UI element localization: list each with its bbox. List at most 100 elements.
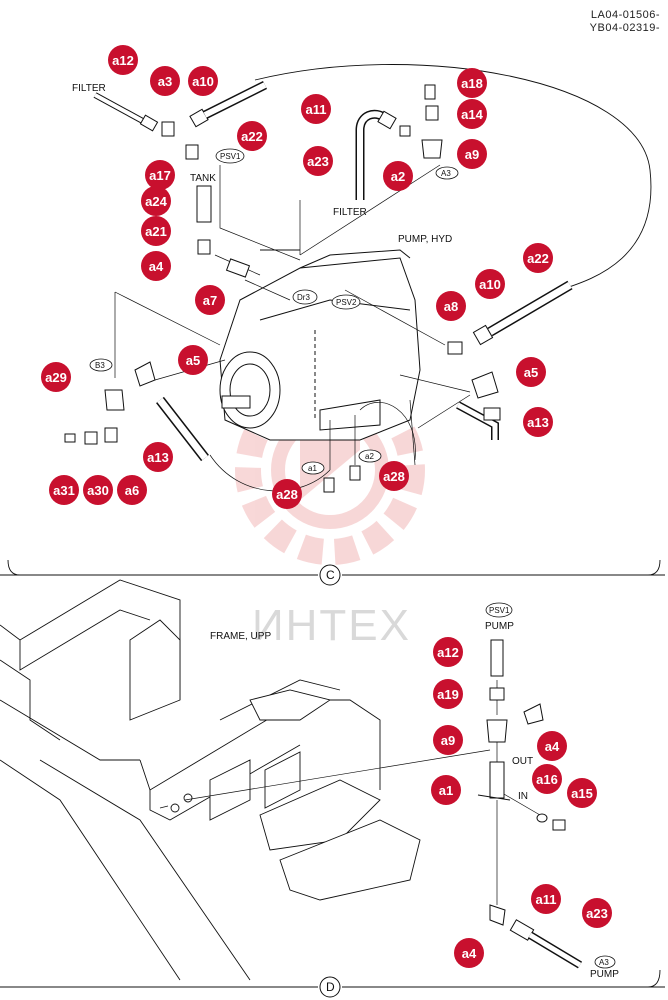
svg-text:D: D: [326, 980, 335, 994]
label-filter-top: FILTER: [72, 83, 106, 94]
callout-c-a24: a24: [141, 186, 171, 216]
callout-label: a8: [444, 299, 458, 314]
svg-text:PSV1: PSV1: [489, 606, 510, 615]
callout-label: a13: [147, 450, 169, 465]
section-c-marker: C: [319, 564, 341, 586]
pump-right-hose: [447, 280, 573, 440]
label-pump-hyd: PUMP, HYD: [398, 234, 452, 245]
callout-c-a28b: a28: [379, 461, 409, 491]
callout-label: a7: [203, 293, 217, 308]
callout-d-a23: a23: [582, 898, 612, 928]
svg-text:Dr3: Dr3: [297, 293, 310, 302]
callout-label: a17: [149, 168, 171, 183]
callout-label: a16: [536, 772, 558, 787]
callout-c-a23: a23: [303, 146, 333, 176]
callout-c-a4: a4: [141, 251, 171, 281]
svg-text:a1: a1: [308, 464, 317, 473]
pump-left-fittings: [64, 361, 361, 493]
label-filter-mid: FILTER: [333, 207, 367, 218]
section-d-marker: D: [319, 976, 341, 998]
callout-label: a24: [145, 194, 167, 209]
callout-label: a9: [441, 733, 455, 748]
callout-c-a18: a18: [457, 68, 487, 98]
callout-label: a28: [383, 469, 405, 484]
callout-label: a15: [571, 786, 593, 801]
callout-c-a30: a30: [83, 475, 113, 505]
callout-c-a9: a9: [457, 139, 487, 169]
oval-tag-psv2: PSV2: [331, 294, 361, 310]
hydraulic-pump: [219, 249, 421, 441]
callout-label: a22: [241, 129, 263, 144]
callout-c-a13: a13: [143, 442, 173, 472]
callout-label: a18: [461, 76, 483, 91]
callout-c-a29: a29: [41, 362, 71, 392]
callout-label: a29: [45, 370, 67, 385]
callout-c-a21: a21: [141, 216, 171, 246]
callout-c-a11: a11: [301, 94, 331, 124]
callout-label: a19: [437, 687, 459, 702]
svg-text:a2: a2: [365, 452, 374, 461]
callout-d-a11: a11: [531, 884, 561, 914]
callout-c-a14: a14: [457, 99, 487, 129]
svg-text:PSV2: PSV2: [336, 298, 357, 307]
callout-label: a28: [276, 487, 298, 502]
upper-frame: [0, 579, 421, 981]
callout-label: a13: [527, 415, 549, 430]
callout-label: a30: [87, 483, 109, 498]
callout-label: a21: [145, 224, 167, 239]
callout-label: a12: [112, 53, 134, 68]
callout-c-a22: a22: [237, 121, 267, 151]
watermark-text: ИНТЕХ: [252, 601, 411, 650]
callout-c-a22b: a22: [523, 243, 553, 273]
label-frame-upp: FRAME, UPP: [210, 631, 271, 642]
filter-hose-mid: [355, 84, 443, 200]
filter-hose-top: [93, 80, 268, 278]
callout-c-a6: a6: [117, 475, 147, 505]
callout-c-a7: a7: [195, 285, 225, 315]
valve-assembly-d: [477, 639, 583, 969]
callout-d-a16: a16: [532, 764, 562, 794]
callout-label: a3: [158, 74, 172, 89]
svg-text:A3: A3: [599, 958, 609, 967]
callout-label: a4: [149, 259, 164, 274]
hose-loop: [254, 64, 652, 291]
callout-label: a14: [461, 107, 483, 122]
callout-c-a3: a3: [150, 66, 180, 96]
leader-lines-c: [114, 164, 471, 492]
callout-d-a4: a4: [537, 731, 567, 761]
callout-label: a2: [391, 169, 405, 184]
callout-label: a11: [536, 892, 557, 907]
callout-c-a13b: a13: [523, 407, 553, 437]
doc-code-2: YB04-02319-: [589, 22, 660, 34]
callout-label: a1: [439, 783, 453, 798]
doc-code-1: LA04-01506-: [590, 9, 660, 21]
label-out: OUT: [512, 756, 533, 767]
callout-d-a1: a1: [431, 775, 461, 805]
callout-d-a9: a9: [433, 725, 463, 755]
callout-c-a10: a10: [188, 66, 218, 96]
callout-label: a5: [524, 365, 538, 380]
callout-label: a11: [306, 102, 327, 117]
callout-label: a5: [186, 353, 200, 368]
callout-label: a23: [586, 906, 608, 921]
callout-c-a28: a28: [272, 479, 302, 509]
oval-tag-a2: a2: [358, 449, 382, 463]
callout-c-a12: a12: [108, 45, 138, 75]
callout-c-a8: a8: [436, 291, 466, 321]
svg-text:PSV1: PSV1: [220, 152, 241, 161]
label-pump-d: PUMP: [485, 621, 514, 632]
callout-label: a4: [545, 739, 560, 754]
callout-c-a5: a5: [178, 345, 208, 375]
callout-label: a23: [307, 154, 329, 169]
callout-c-a10b: a10: [475, 269, 505, 299]
callout-label: a10: [192, 74, 214, 89]
callout-label: a6: [125, 483, 139, 498]
oval-tag-psv1-d: PSV1: [485, 602, 513, 618]
callout-label: a4: [462, 946, 477, 961]
oval-tag-b3: B3: [89, 358, 113, 372]
callout-badges: a12 a3 a10 a22 a18 a11 a14 a9 a17 a23 a2 a24 a21 a4 a7…: [41, 45, 612, 968]
callout-d-a19: a19: [433, 679, 463, 709]
callout-c-a5b: a5: [516, 357, 546, 387]
oval-tag-a3-c: A3: [435, 166, 459, 180]
oval-tag-dr3: Dr3: [292, 289, 318, 305]
